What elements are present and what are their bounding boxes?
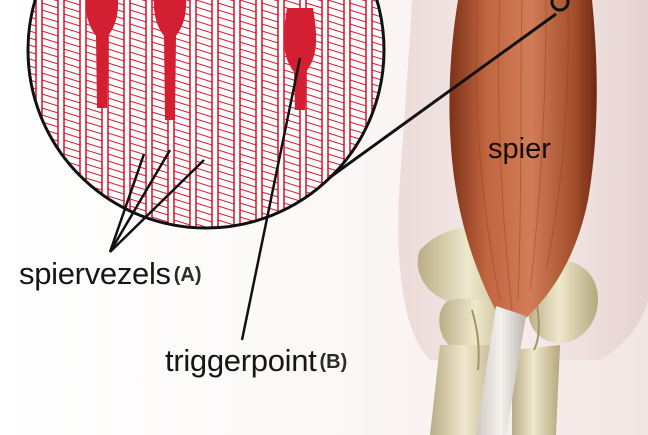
trigger-knot xyxy=(153,0,187,120)
trigger-knot xyxy=(85,0,119,108)
trigger-marker: (B) xyxy=(319,351,348,373)
muscle-fiber xyxy=(239,0,257,228)
muscle-belly xyxy=(449,0,597,435)
fibers-marker: (A) xyxy=(173,264,202,286)
muscle-fiber xyxy=(261,0,279,228)
fibers-label-text: spiervezels xyxy=(19,256,171,291)
trigger-label-text: triggerpoint xyxy=(165,343,317,378)
muscle-label: spier xyxy=(488,133,551,165)
muscle-fiber xyxy=(129,0,147,228)
leader-lines xyxy=(108,57,302,341)
trigger-label: triggerpoint(B) xyxy=(165,343,347,379)
muscle-fiber xyxy=(195,0,213,228)
muscle-fiber xyxy=(217,0,235,228)
fibers-label: spiervezels(A) xyxy=(19,256,202,292)
